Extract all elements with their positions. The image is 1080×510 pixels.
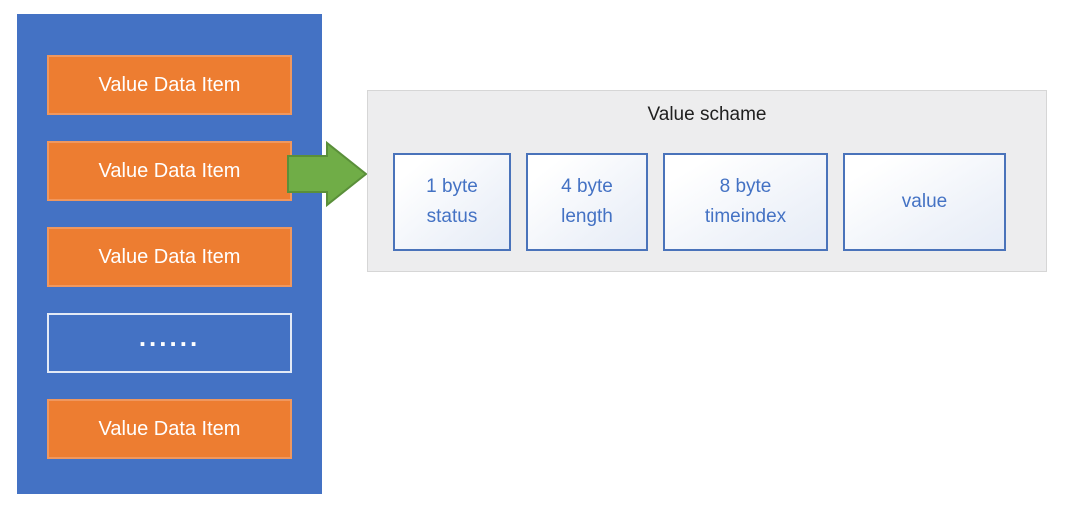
field-timeindex-label: 8 byte timeindex — [704, 176, 787, 227]
value-data-item: Value Data Item — [47, 55, 292, 115]
value-data-item-label: Value Data Item — [98, 417, 241, 440]
field-value: value — [843, 153, 1006, 251]
value-data-item-label: Value Data Item — [98, 245, 241, 268]
ellipsis-item: ...... — [47, 313, 292, 373]
value-data-item-stack: Value Data Item Value Data Item Value Da… — [17, 14, 322, 494]
field-status: 1 byte status — [393, 153, 511, 251]
field-status-label: 1 byte status — [426, 176, 478, 227]
value-data-item-label: Value Data Item — [98, 73, 241, 96]
value-data-item-selected: Value Data Item — [47, 141, 292, 201]
value-data-item-label: Value Data Item — [98, 159, 241, 182]
field-length: 4 byte length — [526, 153, 648, 251]
ellipsis-label: ...... — [138, 321, 201, 352]
panel-title: Value schame — [647, 104, 767, 125]
field-length-label: 4 byte length — [561, 176, 613, 227]
scheme-fields-row: 1 byte status 4 byte length 8 byte timei… — [393, 153, 1006, 251]
field-value-label: value — [901, 191, 948, 212]
value-data-item: Value Data Item — [47, 227, 292, 287]
field-timeindex: 8 byte timeindex — [663, 153, 828, 251]
value-data-item: Value Data Item — [47, 399, 292, 459]
right-arrow-icon — [287, 140, 368, 208]
value-scheme-panel: Value schame 1 byte status 4 byte length… — [367, 90, 1047, 272]
